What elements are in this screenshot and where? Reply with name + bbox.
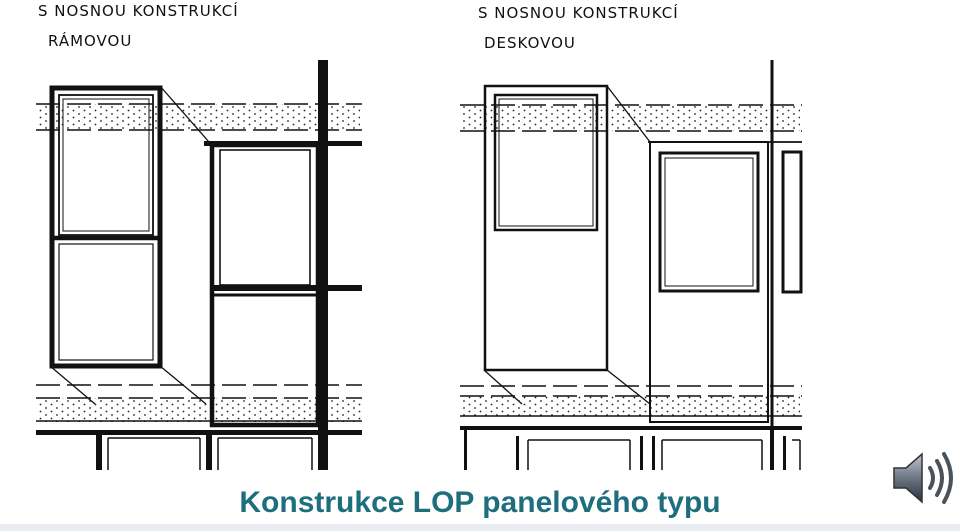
right-rear-window-inner: [664, 157, 754, 287]
right-top-slab-fill: [460, 105, 800, 131]
right-post: [464, 430, 467, 470]
right-bottom-slab-fill: [460, 396, 800, 416]
projection-line: [159, 85, 210, 143]
right-title-line2: DESKOVOU: [484, 34, 576, 52]
speaker-icon[interactable]: [888, 446, 958, 510]
left-post: [96, 430, 102, 470]
left-column: [318, 60, 328, 460]
slide-caption: Konstrukce LOP panelového typu: [239, 486, 721, 519]
left-post: [206, 430, 212, 470]
right-post: [640, 436, 643, 470]
left-window-upper: [58, 94, 154, 236]
right-rear-window: [658, 151, 760, 293]
left-bottom-slab-fill: [36, 398, 362, 422]
right-post: [516, 436, 519, 470]
left-title-line2: RÁMOVOU: [48, 32, 133, 50]
right-front-panel: [483, 84, 609, 372]
left-top-slab-fill: [38, 104, 360, 130]
right-title-line1: S NOSNOU KONSTRUKCÍ: [478, 4, 679, 22]
left-mid-beam: [214, 285, 362, 291]
right-edge-panel: [781, 150, 803, 294]
right-floor-beam: [460, 426, 802, 430]
left-panel-lower: [58, 243, 154, 361]
bottom-strip: [0, 524, 960, 531]
right-post: [770, 430, 774, 470]
left-rear-window: [219, 149, 311, 286]
right-window-inner: [498, 98, 594, 227]
left-post: [318, 430, 328, 470]
left-floor-beam: [36, 430, 362, 435]
left-window-upper-inner: [62, 98, 150, 232]
left-front-panel: [49, 85, 163, 369]
slab-structure-drawing: [460, 60, 803, 470]
frame-structure-drawing: [36, 60, 362, 470]
right-rear-panel: [649, 141, 769, 423]
right-window: [493, 93, 599, 232]
left-title-line1: S NOSNOU KONSTRUKCÍ: [38, 2, 239, 20]
right-post: [652, 436, 655, 470]
right-post: [783, 436, 786, 470]
projection-line: [606, 85, 651, 143]
